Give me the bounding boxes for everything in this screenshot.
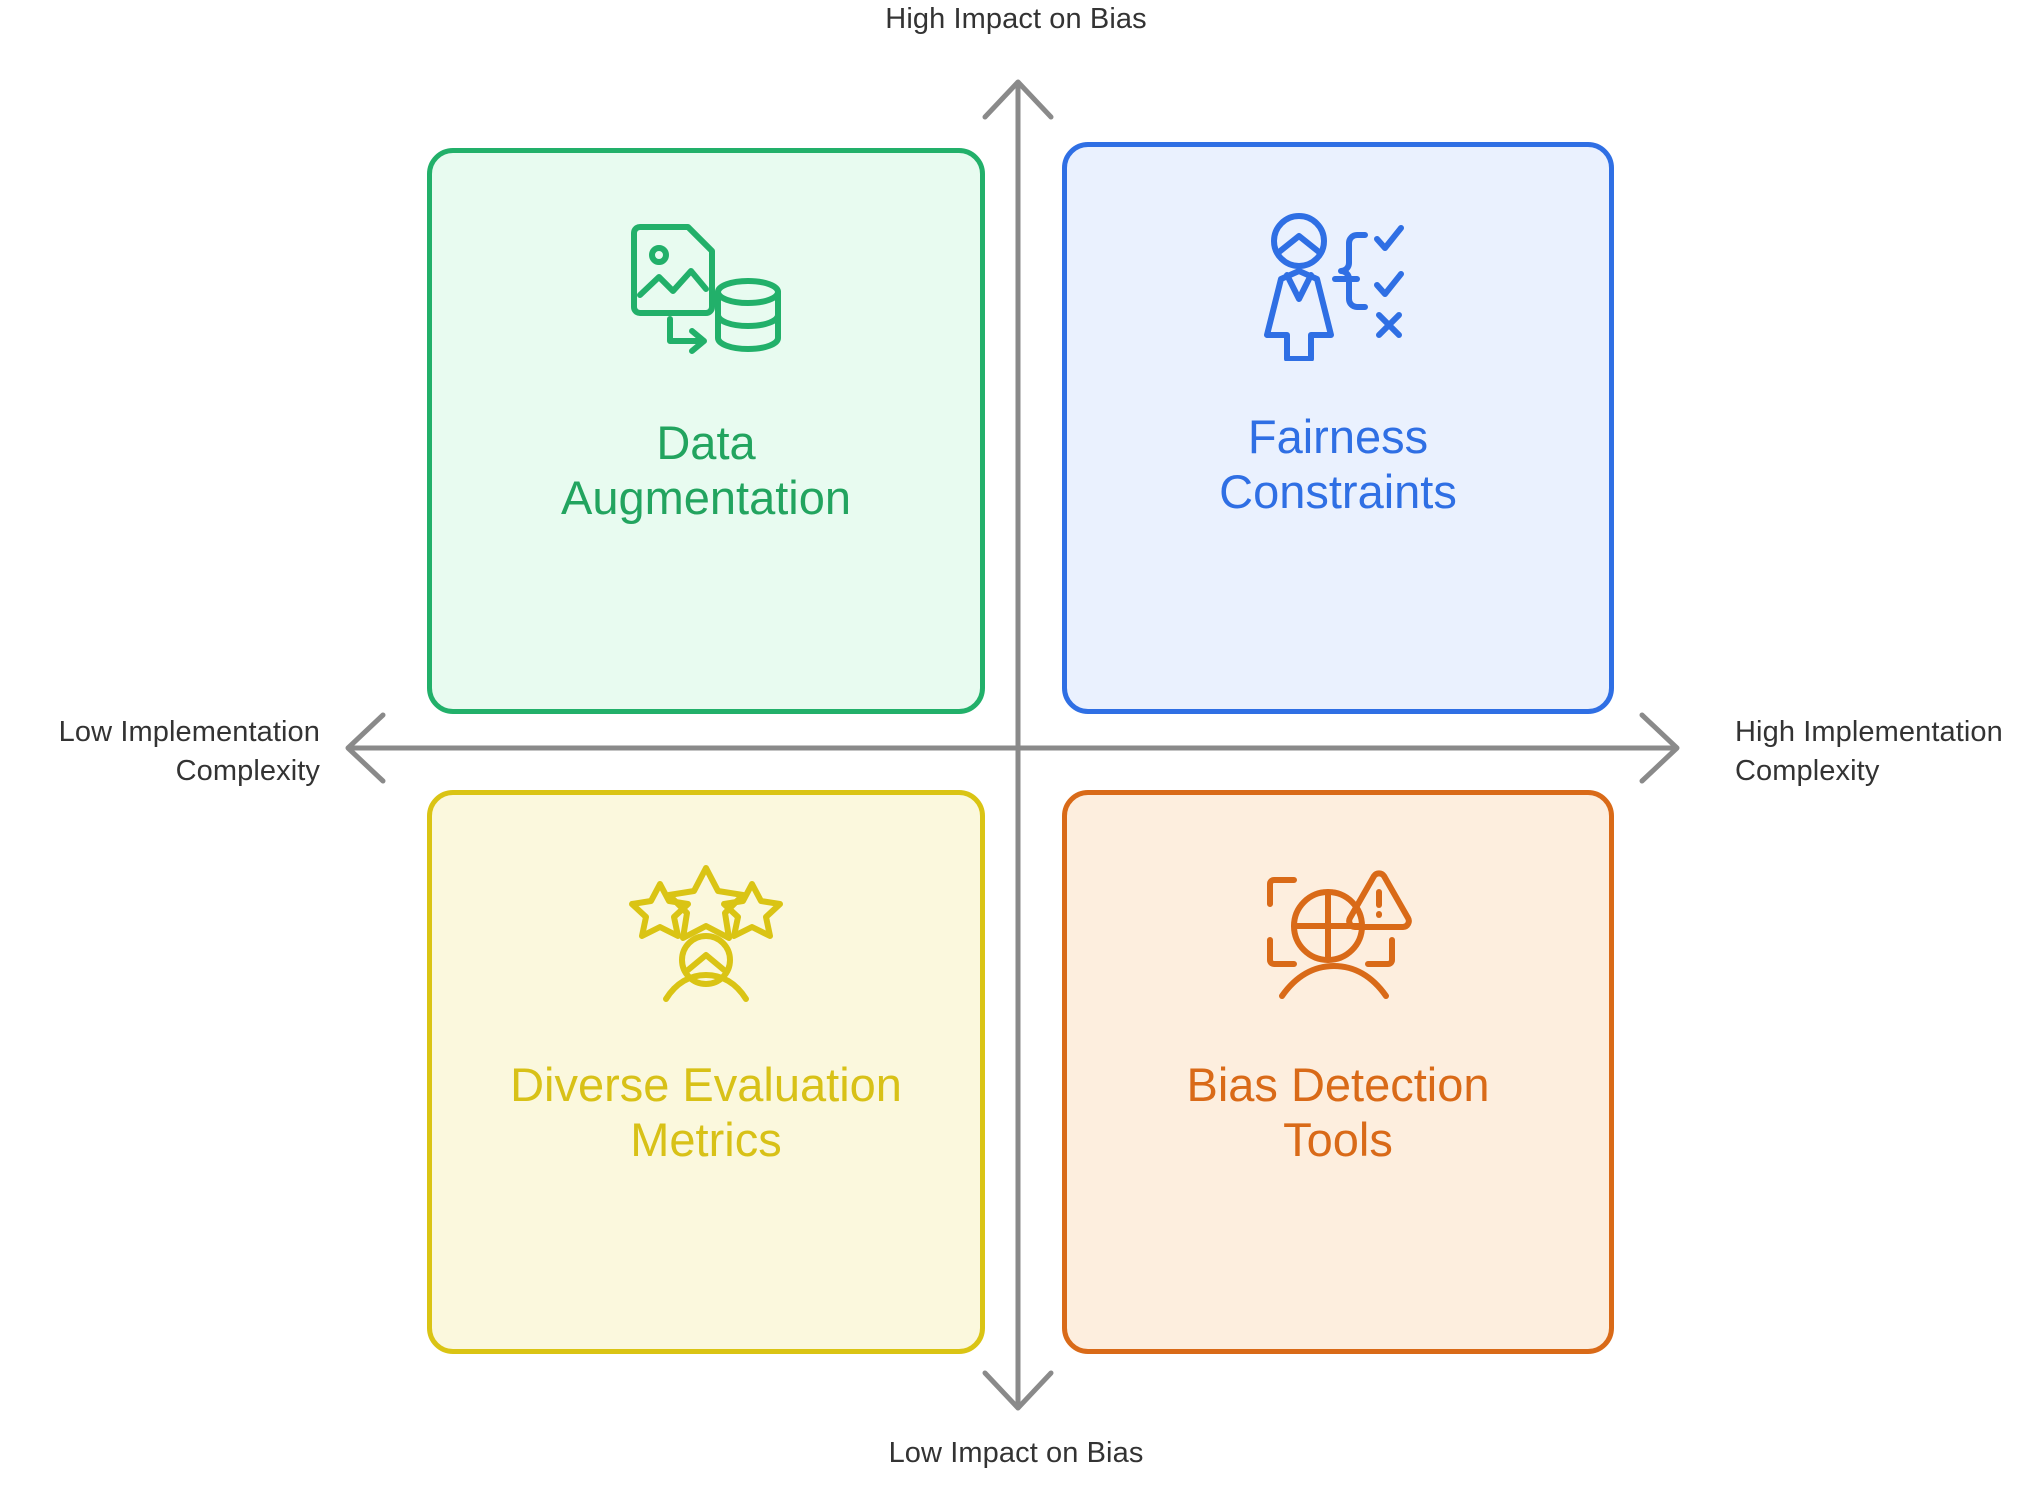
axis-label-high-complexity: High Implementation Complexity xyxy=(1735,716,2003,787)
axis-arrow-down-icon xyxy=(982,1370,1054,1411)
axis-arrow-up-icon xyxy=(982,79,1054,120)
axis-label-high-impact: High Impact on Bias xyxy=(885,3,1147,35)
image-file-to-database-icon xyxy=(631,224,781,354)
person-with-checklist-icon xyxy=(1264,213,1404,361)
axis-arrow-right-icon xyxy=(1639,712,1680,784)
quadrant-card-data-augmentation[interactable]: Data Augmentation xyxy=(427,148,985,714)
quadrant-card-bias-detection-tools[interactable]: Bias Detection Tools xyxy=(1062,790,1614,1354)
icon-wrapper xyxy=(626,207,786,377)
vertical-axis xyxy=(982,79,1054,1411)
quadrant-title-bias-detection-tools: Bias Detection Tools xyxy=(1186,1058,1490,1167)
quadrant-title-data-augmentation: Data Augmentation xyxy=(560,416,852,525)
three-stars-person-rating-icon xyxy=(629,865,783,1002)
axis-label-low-impact: Low Impact on Bias xyxy=(888,1437,1144,1469)
quadrant-card-diverse-evaluation-metrics[interactable]: Diverse Evaluation Metrics xyxy=(427,790,985,1354)
axis-arrow-left-icon xyxy=(345,712,386,784)
quadrant-title-diverse-evaluation-metrics: Diverse Evaluation Metrics xyxy=(510,1058,902,1167)
icon-wrapper xyxy=(626,849,786,1019)
horizontal-axis xyxy=(345,712,1680,784)
face-scan-warning-icon xyxy=(1267,870,1412,999)
icon-wrapper xyxy=(1253,201,1423,371)
quadrant-title-fairness-constraints: Fairness Constraints xyxy=(1219,410,1457,519)
quadrant-card-fairness-constraints[interactable]: Fairness Constraints xyxy=(1062,142,1614,714)
axis-label-low-complexity: Low Implementation Complexity xyxy=(58,716,320,787)
icon-wrapper xyxy=(1258,849,1418,1019)
